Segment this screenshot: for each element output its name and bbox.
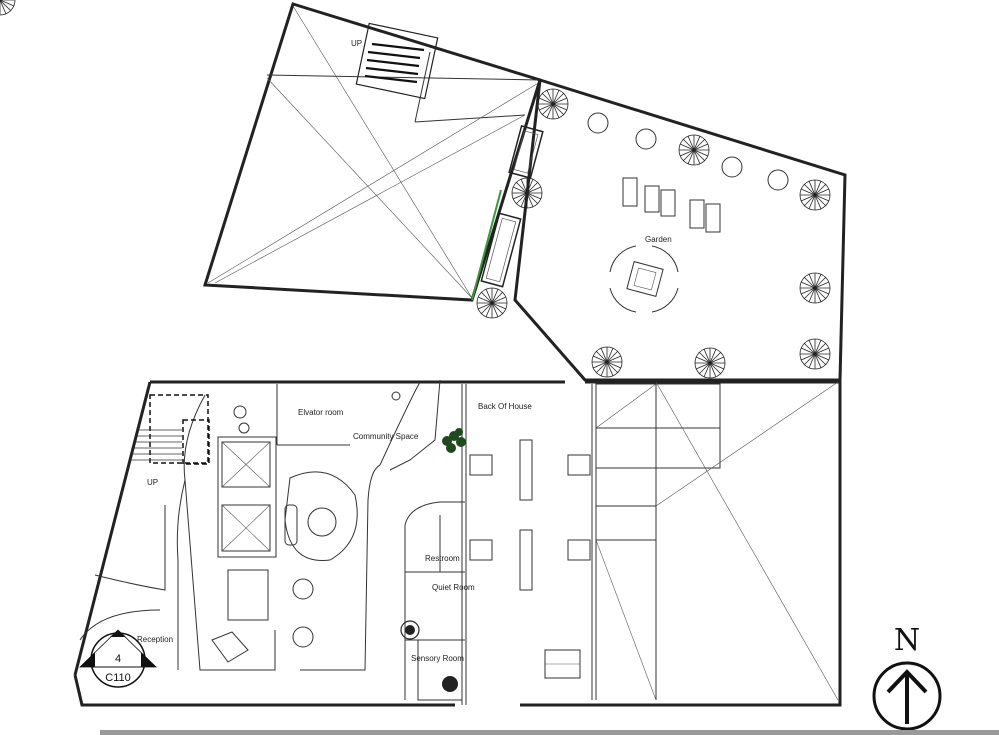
shrubs [0,0,831,379]
shrub-icon [799,179,831,211]
garden-label: Garden [645,235,672,244]
ring-seating [609,245,679,313]
shrub-icon [476,287,508,319]
reception-label: Reception [137,635,173,644]
shrub-icon [537,88,569,120]
bottom-bar [100,730,999,735]
lower-stair: UP [131,394,210,487]
garden-area: Garden [480,78,847,382]
north-letter: N [894,623,920,658]
section-marker: 4 C110 [79,629,157,688]
upper-stair: UP [351,22,439,100]
arrow-up-icon [886,669,928,694]
shrub-icon [799,272,831,304]
north-arrow: N [872,623,942,731]
quiet-room-label: Quiet Room [432,583,475,592]
lower-stair-up-label: UP [147,478,158,487]
plant-icon [442,428,466,453]
sensory-equipment-icon [400,620,458,692]
section-sheet: C110 [105,672,130,684]
community-furniture [211,391,401,663]
shrub-icon [694,347,726,379]
back-of-house-furniture [469,439,591,679]
elevator-room-label: Elvator room [298,408,344,417]
upper-building [202,2,542,302]
shrub-icon [678,134,710,166]
restroom-label: Restroom [425,554,460,563]
back-of-house-label: Back Of House [478,402,532,411]
sensory-room-label: Sensory Room [411,654,464,663]
upper-stair-up-label: UP [351,39,362,48]
section-number: 4 [115,653,121,665]
shrub-icon [511,177,543,209]
community-space-label: Community Space [353,432,419,441]
lower-building [73,379,842,707]
shrub-icon [799,338,831,370]
shrub-icon [591,346,623,378]
